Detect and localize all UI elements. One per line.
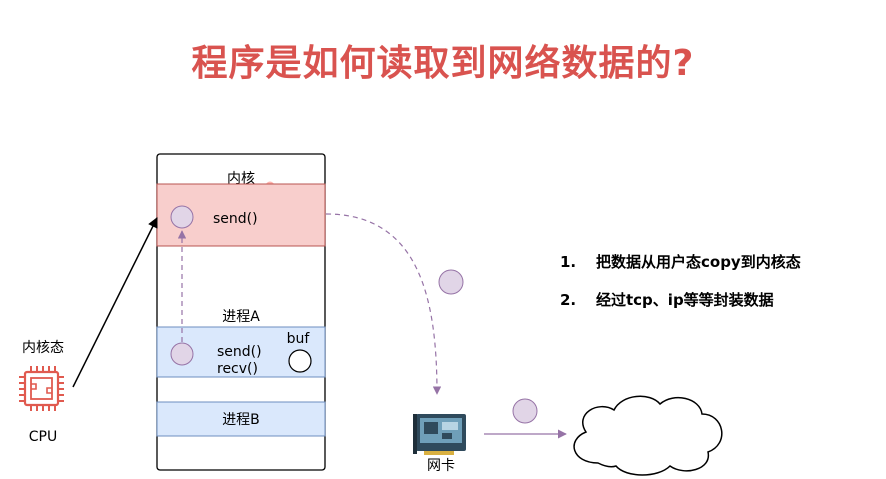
kernel-send-label: send() [213,211,258,227]
cpu-to-kernel-arrow [72,217,158,388]
cpu-mode-label: 内核态 [22,340,64,356]
buf-label: buf [287,331,311,347]
buf-circle [288,349,312,373]
step-text: 经过tcp、ip等等封装数据 [596,291,774,309]
kernel-packet [170,205,194,229]
process-a-recv-label: recv() [217,361,258,377]
page-title: 程序是如何读取到网络数据的? [191,43,695,84]
step-number: 1. [560,253,577,271]
process-b-label: 进程B [222,412,260,428]
network-cloud-icon [573,395,723,476]
kernel-label: 内核 [227,171,255,187]
process-a-send-label: send() [217,344,262,360]
cpu-icon [19,366,64,411]
step-item: 2. 经过tcp、ip等等封装数据 [560,288,801,326]
process-a-label: 进程A [222,309,260,325]
nic-label: 网卡 [427,458,455,474]
outgoing-packet [512,398,538,424]
cpu-label: CPU [29,429,57,445]
step-item: 1. 把数据从用户态copy到内核态 [560,250,801,288]
process-b-region [156,401,326,437]
step-number: 2. [560,291,577,309]
transit-packet [438,269,464,295]
process-a-packet [170,342,194,366]
step-text: 把数据从用户态copy到内核态 [596,253,801,271]
kernel-to-nic-arrow [325,213,442,395]
nic-icon [413,414,466,455]
steps-list: 1. 把数据从用户态copy到内核态 2. 经过tcp、ip等等封装数据 [560,250,801,326]
